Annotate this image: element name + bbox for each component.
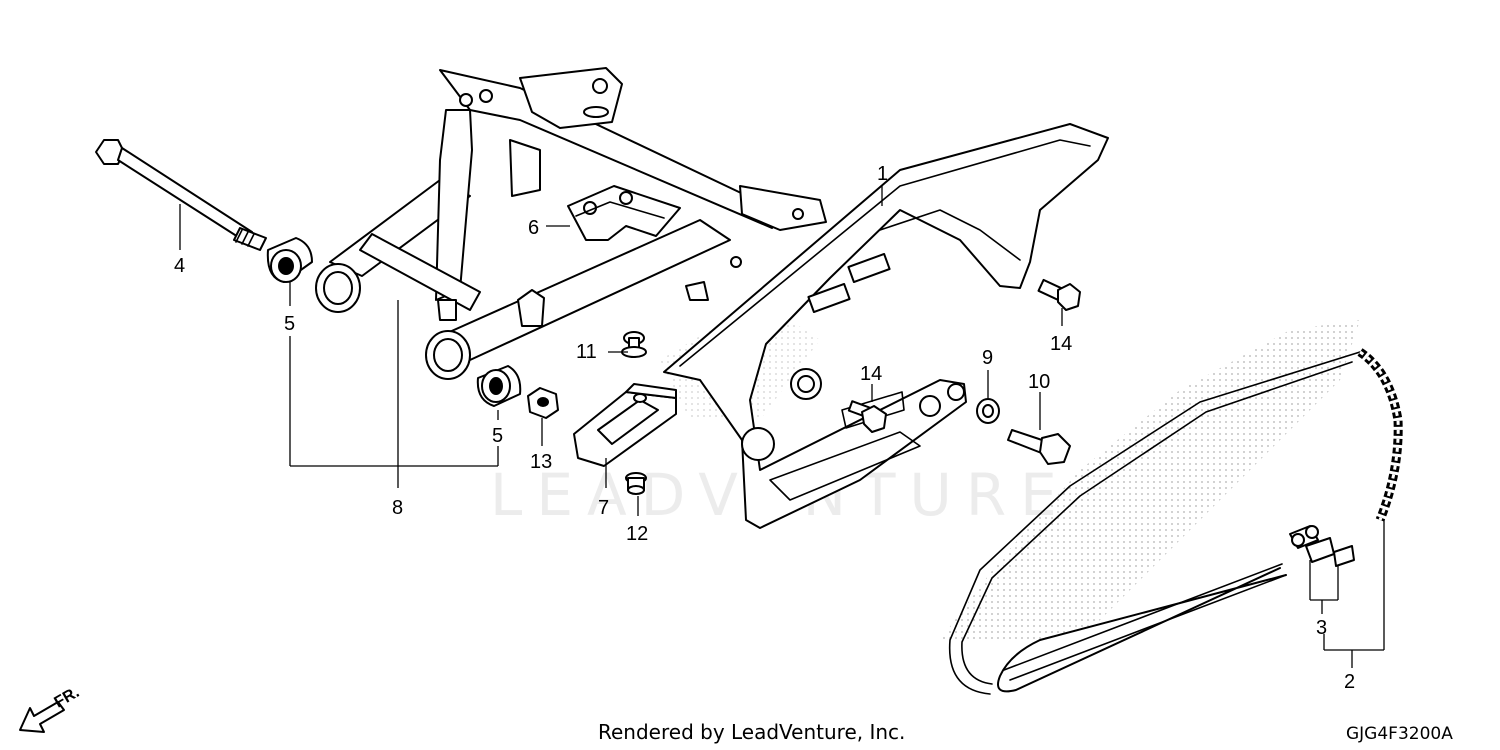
callout-11: 11	[576, 341, 597, 363]
callout-14-lower: 14	[860, 363, 882, 385]
pivot-bolt	[95, 139, 267, 251]
callout-2: 2	[1344, 671, 1355, 693]
diagram-code: GJG4F3200A	[1346, 724, 1453, 744]
leader-lines	[179, 186, 1385, 668]
callout-14-upper: 14	[1050, 333, 1072, 355]
callout-7: 7	[598, 497, 609, 519]
bolt-part-14-upper	[1037, 278, 1081, 311]
washer-part-9	[976, 398, 1000, 424]
bolt-part-10	[1007, 429, 1071, 465]
master-link	[1289, 525, 1355, 567]
callout-5-upper: 5	[284, 313, 295, 335]
callout-1: 1	[877, 163, 888, 185]
callout-12: 12	[626, 523, 648, 545]
callout-8: 8	[392, 497, 403, 519]
chain-guide	[573, 383, 677, 467]
callout-13: 13	[530, 451, 552, 473]
pivot-bushing-upper	[266, 237, 313, 283]
pivot-bushing-lower	[476, 365, 522, 407]
callout-5-lower: 5	[492, 425, 503, 447]
chain-slider-pad	[567, 185, 681, 241]
front-direction-indicator: FR.	[19, 684, 82, 733]
callout-10: 10	[1028, 371, 1050, 393]
drive-chain	[948, 348, 1403, 695]
callout-4: 4	[174, 255, 185, 277]
credit-text: Rendered by LeadVenture, Inc.	[598, 720, 906, 744]
callout-labels: 1 2 3 4 5 5 6 7 8 9 10 11 12 13 14 14	[174, 163, 1355, 693]
callout-9: 9	[982, 347, 993, 369]
grommet-part-12	[625, 472, 647, 495]
watermark-wing-logo	[940, 320, 1360, 640]
callout-6: 6	[528, 217, 539, 239]
bolt-part-14-lower	[847, 400, 887, 433]
chain-case	[663, 123, 1109, 529]
callout-3: 3	[1316, 617, 1327, 639]
bolt-part-11	[621, 331, 647, 358]
swingarm	[315, 67, 827, 380]
front-arrow-icon	[19, 701, 65, 733]
nut-part-13	[527, 387, 559, 419]
